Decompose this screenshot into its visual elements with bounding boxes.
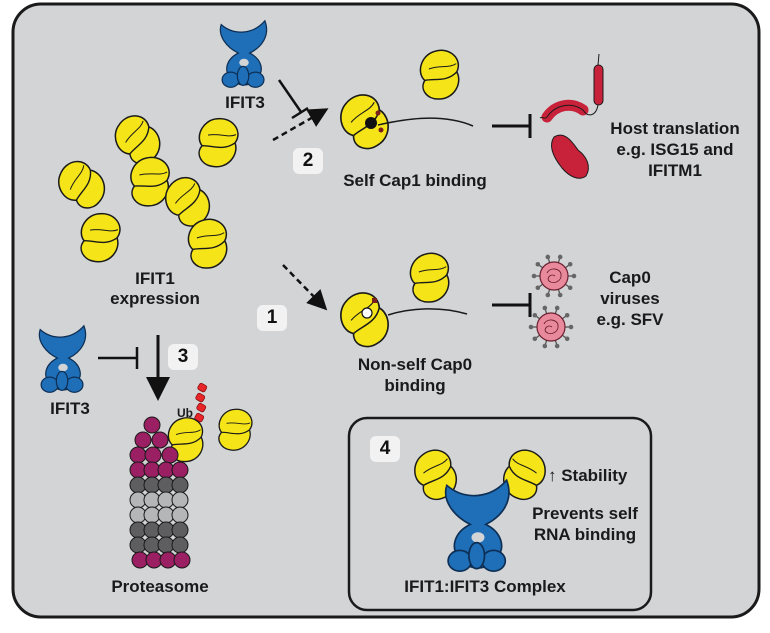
ifit1-nonself-cap0 (333, 249, 468, 354)
proteasome-subunit (173, 551, 191, 569)
label-ifit1-expression-2: expression (110, 289, 200, 308)
host-proteins (539, 53, 604, 179)
label-cap0-viruses-2: viruses (600, 289, 660, 308)
badge-pathway-3: 3 (168, 344, 198, 370)
virus-icon (528, 305, 574, 349)
label-prevents-1: Prevents self (532, 504, 638, 523)
label-nonself-cap0-2: binding (384, 376, 446, 395)
label-nonself-cap0-1: Non-self Cap0 (357, 355, 473, 374)
proteasome-subunit (171, 536, 189, 554)
proteasome-subunit (129, 446, 147, 464)
virus-icon (531, 254, 577, 298)
badge-pathway-2: 2 (293, 148, 323, 174)
label-host-translation-2: e.g. ISG15 and (616, 140, 734, 159)
proteasome-subunit (144, 446, 162, 464)
label-proteasome: Proteasome (111, 577, 209, 596)
label-ifit3-left: IFIT3 (50, 399, 90, 418)
proteasome-subunit (171, 506, 189, 524)
label-ub: Ub (177, 406, 193, 420)
label-host-translation-3: IFITM1 (648, 161, 702, 180)
proteasome (129, 416, 191, 569)
label-stability: ↑ Stability (548, 466, 628, 485)
label-complex: IFIT1:IFIT3 Complex (404, 577, 566, 596)
label-cap0-viruses-3: e.g. SFV (596, 310, 664, 329)
proteasome-subunit (171, 476, 189, 494)
badge-pathway-4: 4 (370, 436, 400, 462)
proteasome-subunit (161, 446, 179, 464)
viral-rna-strand (387, 308, 468, 316)
inhibition-bar-ifit3-top (291, 106, 309, 120)
cap1-marker (365, 117, 377, 129)
badge-pathway-1: 1 (257, 305, 287, 331)
label-host-translation-1: Host translation (610, 119, 740, 138)
self-rna-strand (377, 117, 474, 127)
proteasome-subunit (143, 416, 161, 434)
proteasome-subunit (134, 431, 152, 449)
label-cap0-viruses-1: Cap0 (609, 268, 651, 287)
inhibition-line-ifit3-top (277, 79, 303, 113)
label-ifit3-top: IFIT3 (225, 93, 265, 112)
proteasome-subunit (171, 521, 189, 539)
cap0-marker (361, 307, 373, 319)
label-self-cap1-binding: Self Cap1 binding (343, 171, 487, 190)
proteasome-subunit (171, 491, 189, 509)
proteasome-subunit (151, 431, 169, 449)
complex-box (347, 416, 653, 612)
proteasome-subunit (171, 461, 189, 479)
label-ifit1-expression-1: IFIT1 (135, 269, 175, 288)
ifit1-self-cap1 (333, 46, 474, 156)
label-prevents-2: RNA binding (533, 525, 637, 544)
